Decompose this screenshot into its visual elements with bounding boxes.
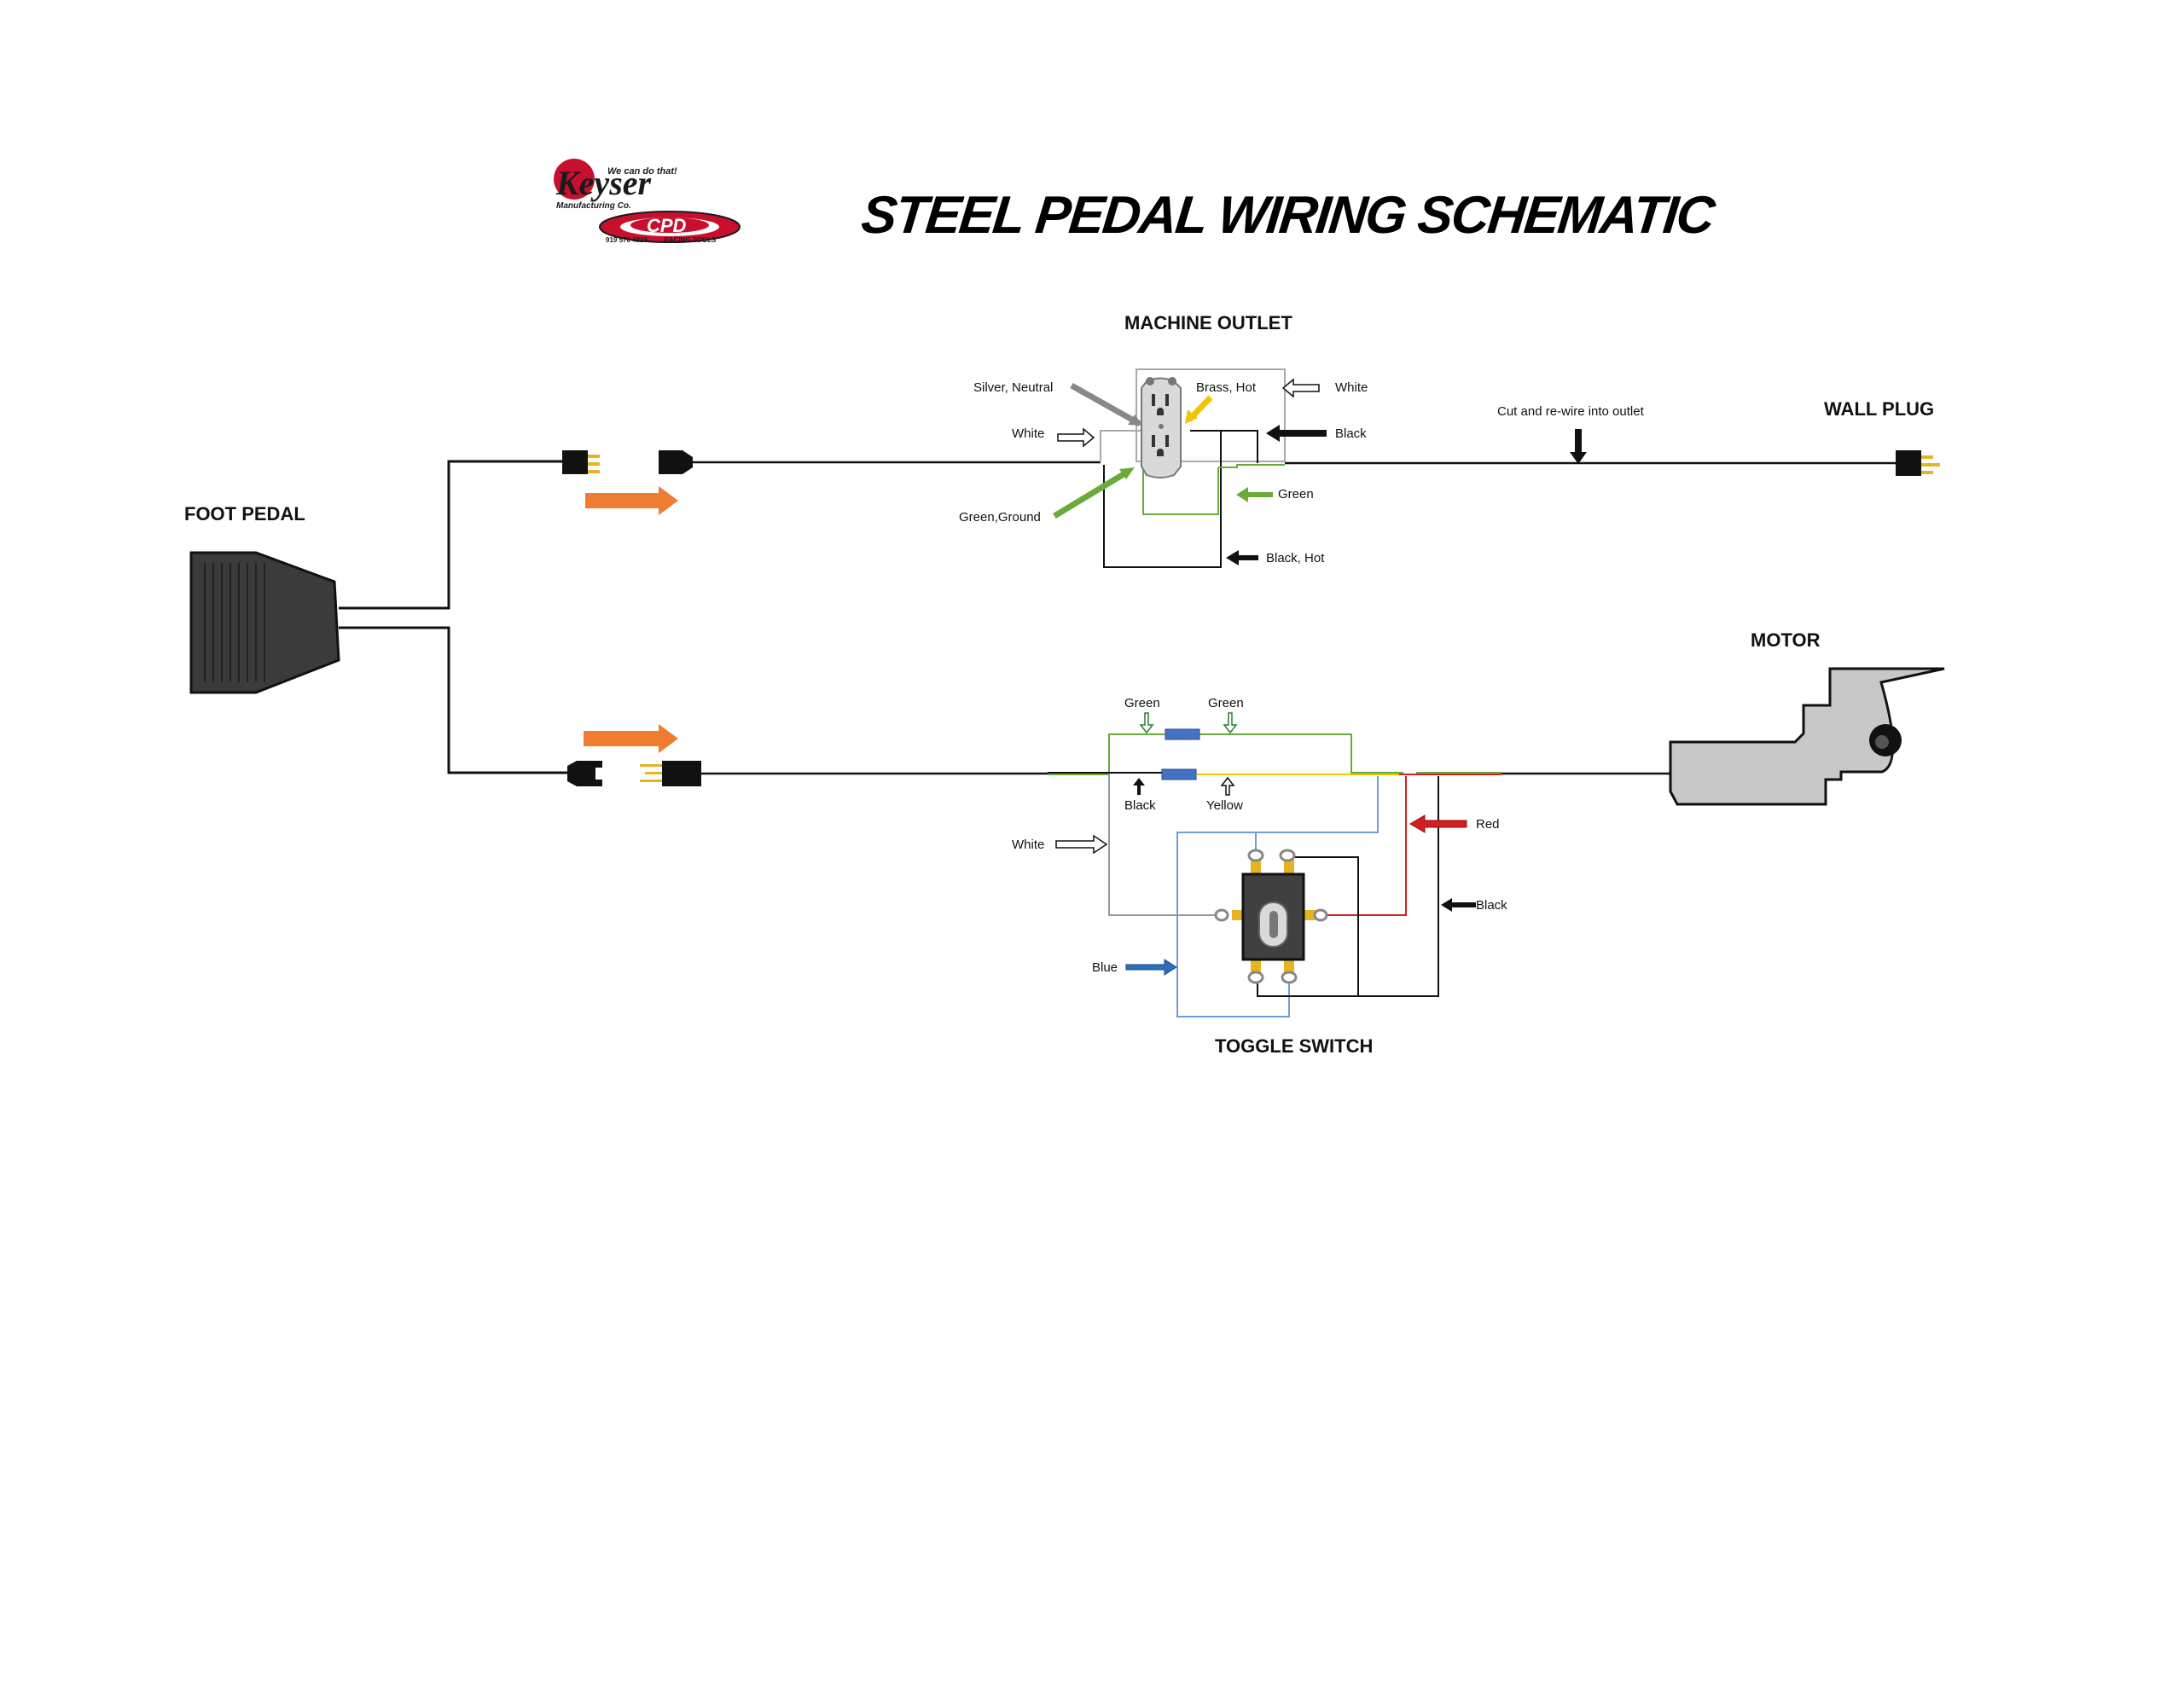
black-switch-label: Black	[1124, 798, 1156, 813]
lower-orange-arrow-icon	[584, 724, 678, 753]
cut-rewire-arrow-icon	[1570, 429, 1587, 464]
white-right-label: White	[1335, 380, 1368, 395]
upper-orange-arrow-icon	[585, 486, 678, 515]
fuse-green-icon	[1165, 728, 1200, 740]
green-1-arrow-icon	[1139, 712, 1154, 734]
upper-female-plug-icon	[659, 450, 693, 474]
white-left-label: White	[1012, 426, 1044, 441]
machine-outlet-box	[1100, 368, 1286, 568]
yellow-arrow-icon	[1220, 776, 1235, 796]
logo-sub-text: RACING TOOLS	[664, 236, 717, 244]
duplex-receptacle-icon	[1141, 377, 1182, 478]
cut-rewire-label: Cut and re-wire into outlet	[1497, 404, 1645, 419]
green-label: Green	[1278, 487, 1314, 501]
silver-neutral-label: Silver, Neutral	[973, 380, 1053, 395]
motor-icon	[1669, 667, 1945, 806]
green-1-label: Green	[1124, 696, 1160, 710]
wall-plug-icon	[1896, 450, 1940, 476]
logo-phone: 919 570 4329	[606, 236, 648, 244]
yellow-label: Yellow	[1206, 798, 1243, 813]
green-2-arrow-icon	[1223, 712, 1238, 734]
keyser-logo: Keyser We can do that! Manufacturing Co.…	[546, 157, 747, 252]
white-left-arrow-icon	[1057, 427, 1095, 448]
logo-company: Manufacturing Co.	[556, 201, 631, 211]
upper-male-plug-icon	[562, 450, 600, 474]
brass-hot-label: Brass, Hot	[1196, 380, 1257, 395]
switch-wiring	[1048, 733, 1670, 1017]
silver-neutral-arrow-icon	[1070, 382, 1141, 427]
white-switch-label: White	[1012, 838, 1044, 852]
white-switch-arrow-icon	[1055, 834, 1108, 855]
logo-tagline: We can do that!	[607, 166, 677, 177]
black-label: Black	[1335, 426, 1367, 441]
foot-pedal-cords	[339, 460, 567, 774]
black-hot-arrow-icon	[1226, 550, 1258, 565]
fuse-black-icon	[1161, 768, 1197, 780]
blue-label: Blue	[1092, 960, 1118, 975]
toggle-switch-icon	[1214, 849, 1328, 984]
foot-pedal-label: FOOT PEDAL	[184, 503, 305, 525]
green-ground-arrow-icon	[1053, 469, 1130, 519]
black-arrow-icon	[1266, 425, 1327, 442]
black-right-label: Black	[1476, 898, 1507, 913]
machine-outlet-label: MACHINE OUTLET	[1124, 312, 1292, 333]
foot-pedal-icon	[189, 551, 340, 694]
red-label: Red	[1476, 817, 1500, 832]
wall-plug-label: WALL PLUG	[1824, 398, 1934, 420]
lower-male-plug-icon	[640, 761, 701, 786]
page-title: STEEL PEDAL WIRING SCHEMATIC	[859, 186, 1719, 245]
motor-label: MOTOR	[1751, 629, 1821, 651]
logo-brand: Keyser	[555, 164, 652, 202]
green-arrow-icon	[1236, 487, 1273, 502]
lower-female-plug-icon	[567, 761, 604, 786]
black-switch-arrow-icon	[1133, 778, 1145, 795]
logo-sub-brand: CPD	[647, 215, 687, 236]
toggle-switch-label: TOGGLE SWITCH	[1215, 1035, 1373, 1057]
red-arrow-icon	[1409, 815, 1467, 833]
black-hot-label: Black, Hot	[1266, 551, 1325, 565]
green-2-label: Green	[1208, 696, 1244, 710]
blue-arrow-icon	[1125, 959, 1177, 976]
green-ground-label: Green,Ground	[959, 510, 1041, 525]
white-right-arrow-icon	[1281, 378, 1320, 398]
black-right-arrow-icon	[1441, 898, 1476, 912]
